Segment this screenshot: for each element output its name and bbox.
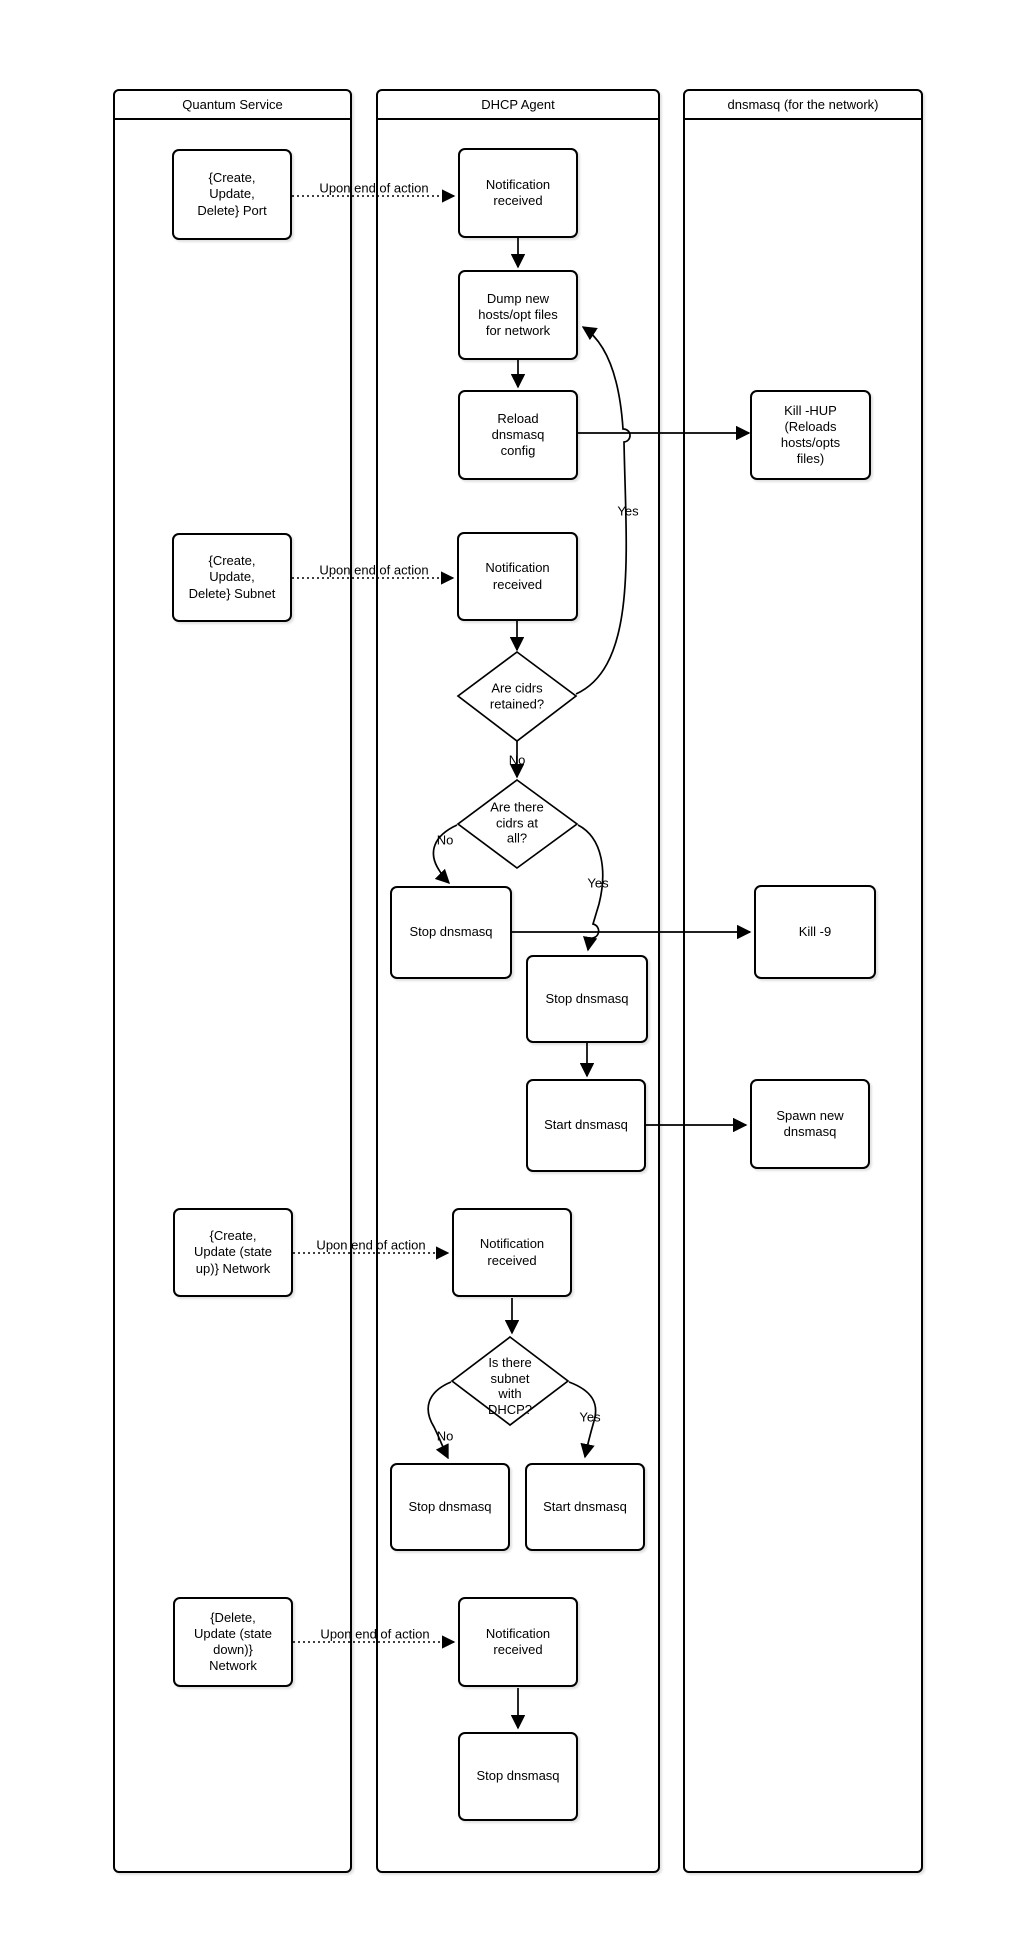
node-reload-dnsmasq-config: Reload dnsmasq config	[458, 390, 578, 480]
lane-title-dhcp-agent: DHCP Agent	[378, 91, 658, 120]
edge-label-no-subnet-dhcp: No	[436, 1428, 454, 1444]
edge-label-yes-cidrs-at-all: Yes	[587, 875, 609, 891]
edge-label-upon-end-of-action-subnet: Upon end of action	[319, 562, 429, 578]
edge-label-upon-end-of-action-network-down: Upon end of action	[320, 1626, 430, 1642]
node-notification-received-network-down: Notification received	[458, 1597, 578, 1687]
node-notification-received-port: Notification received	[458, 148, 578, 238]
node-create-update-delete-port: {Create, Update, Delete} Port	[172, 149, 292, 240]
edge-label-yes-subnet-dhcp: Yes	[579, 1409, 601, 1425]
node-start-dnsmasq-after-stop: Start dnsmasq	[526, 1079, 646, 1172]
node-spawn-new-dnsmasq: Spawn new dnsmasq	[750, 1079, 870, 1169]
edge-label-upon-end-of-action-port: Upon end of action	[319, 180, 429, 196]
node-create-update-state-up-network: {Create, Update (state up)} Network	[173, 1208, 293, 1297]
node-stop-dnsmasq-no-dhcp: Stop dnsmasq	[390, 1463, 510, 1551]
node-stop-dnsmasq-final: Stop dnsmasq	[458, 1732, 578, 1821]
node-notification-received-network-up: Notification received	[452, 1208, 572, 1297]
node-stop-dnsmasq-yes-cidrs: Stop dnsmasq	[526, 955, 648, 1043]
edge-label-upon-end-of-action-network-up: Upon end of action	[316, 1237, 426, 1253]
node-start-dnsmasq-yes-dhcp: Start dnsmasq	[525, 1463, 645, 1551]
lane-dnsmasq: dnsmasq (for the network)	[683, 89, 923, 1873]
node-notification-received-subnet: Notification received	[457, 532, 578, 621]
node-kill-hup: Kill -HUP (Reloads hosts/opts files)	[750, 390, 871, 480]
node-kill-9: Kill -9	[754, 885, 876, 979]
edge-label-no-cidrs-retained: No	[508, 752, 526, 768]
decision-are-there-cidrs-label: Are there cidrs at all?	[490, 799, 544, 846]
lane-quantum-service: Quantum Service	[113, 89, 352, 1873]
edge-label-yes-cidrs-retained: Yes	[617, 503, 639, 519]
node-create-update-delete-subnet: {Create, Update, Delete} Subnet	[172, 533, 292, 622]
node-delete-update-state-down-network: {Delete, Update (state down)} Network	[173, 1597, 293, 1687]
node-stop-dnsmasq-no-cidrs: Stop dnsmasq	[390, 886, 512, 979]
decision-are-cidrs-retained-label: Are cidrs retained?	[489, 680, 545, 711]
edge-label-no-cidrs-at-all: No	[436, 832, 454, 848]
decision-is-there-subnet-label: Is there subnet with DHCP?	[487, 1354, 533, 1417]
node-dump-new-hosts-opt-files: Dump new hosts/opt files for network	[458, 270, 578, 360]
lane-title-dnsmasq: dnsmasq (for the network)	[685, 91, 921, 120]
lane-title-quantum-service: Quantum Service	[115, 91, 350, 120]
